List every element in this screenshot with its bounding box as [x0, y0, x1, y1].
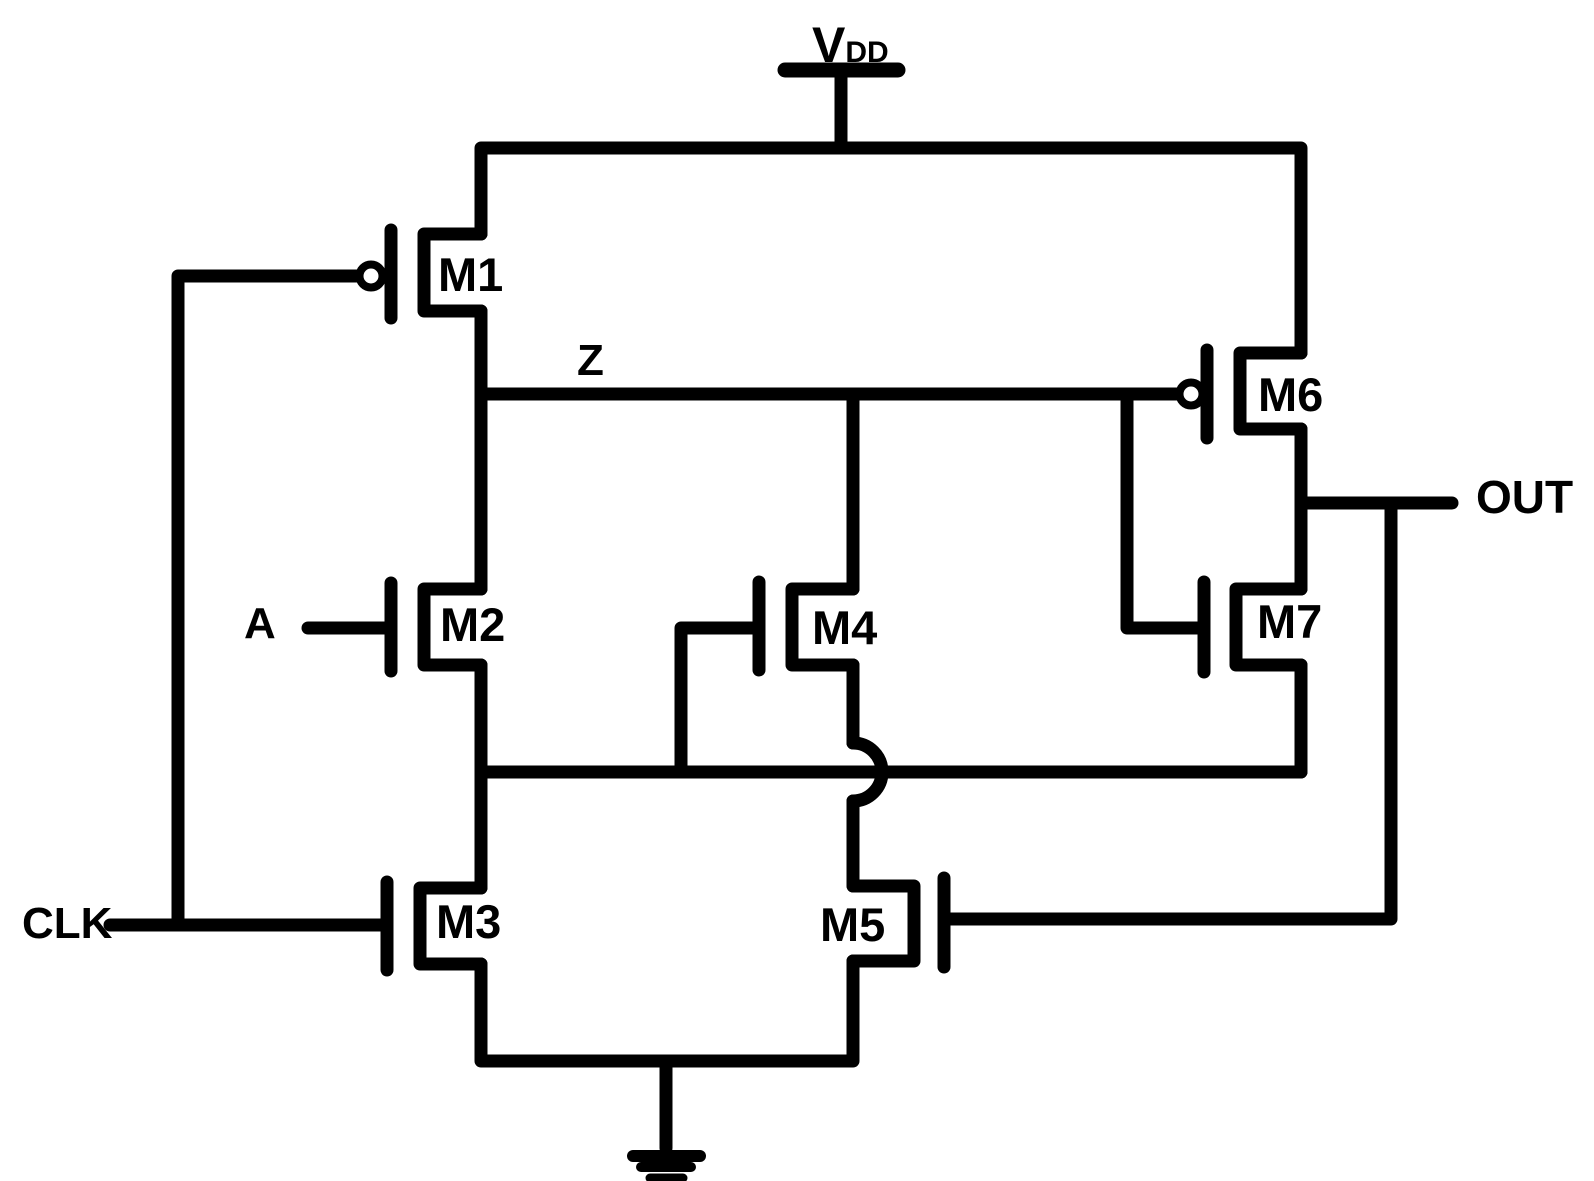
m1-inversion-bubble-icon: [355, 260, 387, 292]
m7-label: M7: [1257, 595, 1322, 648]
m4-label: M4: [812, 601, 877, 654]
transistor-m2: M2: [384, 576, 505, 678]
out-feedback-to-m5-gate: [943, 496, 1398, 926]
ground-loop: [474, 954, 860, 1068]
transistor-m4: M4: [752, 575, 877, 677]
transistor-m1: M1: [355, 223, 503, 325]
m4-gate-wire: [674, 621, 760, 779]
net-label-z: Z: [577, 336, 604, 385]
input-label-clk: CLK: [22, 899, 113, 948]
m4-body: [785, 582, 860, 672]
m3-body: [413, 881, 488, 971]
transistor-m6: M6: [1175, 343, 1323, 445]
m2-label: M2: [440, 598, 505, 651]
m1-body: [417, 227, 488, 318]
input-label-a: A: [244, 599, 276, 648]
m6-body: [1233, 346, 1308, 436]
m1-label: M1: [438, 248, 503, 301]
transistor-m7: M7: [1197, 575, 1322, 679]
m5-label: M5: [820, 898, 885, 951]
transistor-m3: M3: [380, 875, 501, 977]
transistor-m5: M5: [820, 871, 951, 974]
m7-body: [1229, 582, 1308, 672]
vdd-label: VDD: [812, 17, 889, 73]
m6-label: M6: [1258, 368, 1323, 421]
output-label-out: OUT: [1476, 471, 1573, 523]
m3-label: M3: [436, 895, 501, 948]
m2-body: [417, 582, 488, 672]
m4-m5-crossover-hop: [846, 736, 889, 808]
m7-gate-wire: [1120, 387, 1205, 635]
m6-inversion-bubble-icon: [1175, 378, 1207, 410]
vdd-rail: [474, 141, 1308, 360]
m5-body: [846, 879, 921, 968]
clk-to-m1-gate: [171, 269, 364, 932]
